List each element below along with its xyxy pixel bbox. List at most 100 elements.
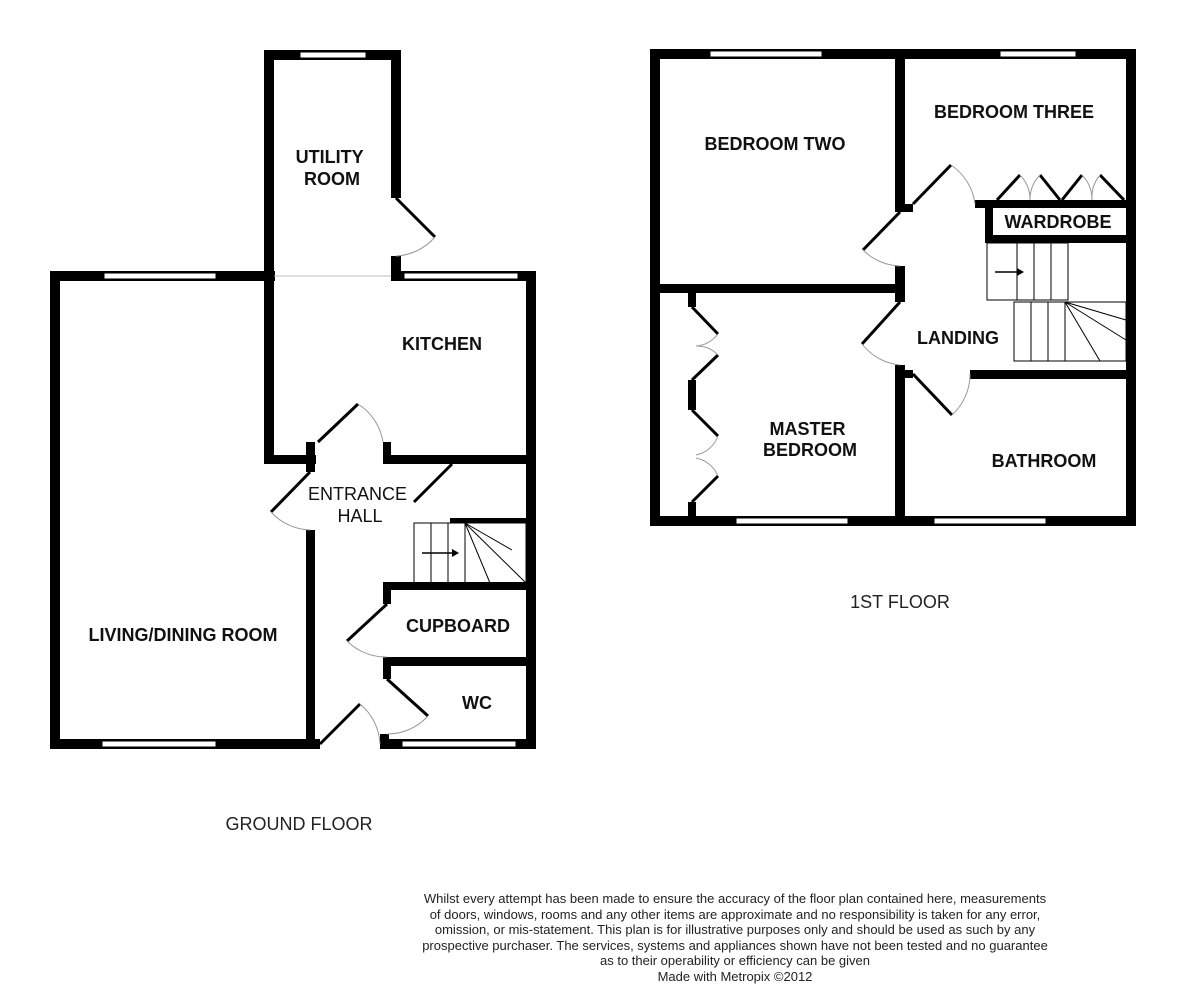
bathroom-door-swing <box>951 373 971 416</box>
kitchen-door-leaf[interactable] <box>316 402 360 444</box>
utility-room-right-wall-lower <box>391 256 401 281</box>
cupboard-top-wall <box>383 582 536 590</box>
ground-floor-doors <box>269 196 454 746</box>
cupboard-door-jamb-top <box>383 582 391 604</box>
front-door-swing <box>359 703 381 745</box>
wc-window <box>401 740 517 748</box>
kitchen-left-wall <box>264 271 274 463</box>
cupboard-bottom-wall <box>383 657 536 666</box>
wc-label: WC <box>462 693 492 713</box>
first-floor-plan <box>650 49 1136 526</box>
wc-door-swing <box>386 715 429 735</box>
first-floor-top-wall <box>650 49 1136 59</box>
wardrobe-bottom-wall <box>985 235 1136 243</box>
bedroom-three-door-swing <box>950 164 976 205</box>
kitchen-window <box>403 272 519 280</box>
first-floor-title: 1ST FLOOR <box>850 592 950 612</box>
wc-door-leaf[interactable] <box>385 677 430 718</box>
bathroom-top-wall <box>970 370 1136 379</box>
hall-door-leaf[interactable] <box>412 462 454 504</box>
wc-door-jamb <box>383 657 391 679</box>
disclaimer-line: of doors, windows, rooms and any other i… <box>429 906 1041 922</box>
bedroom-two-three-divider <box>895 49 905 212</box>
disclaimer-line: as to their operability or efficiency ca… <box>599 953 871 968</box>
disclaimer-text: Whilst every attempt has been made to en… <box>380 891 1090 984</box>
stairs-outline <box>413 522 527 584</box>
first-floor-bottom-wall <box>650 516 1136 526</box>
living-room-left-wall <box>50 271 60 749</box>
master-bedroom-label: MASTER BEDROOM <box>763 419 857 460</box>
ground-floor-stairs <box>413 522 527 584</box>
ground-floor-right-wall <box>526 271 536 749</box>
living-dining-room-label: LIVING/DINING ROOM <box>89 625 278 645</box>
first-floor-windows <box>709 50 1077 525</box>
cupboard-label: CUPBOARD <box>406 616 510 636</box>
metropix-credit: Made with Metropix ©2012 <box>657 968 813 984</box>
bathroom-label: BATHROOM <box>992 451 1097 471</box>
first-floor-doors <box>690 163 1126 504</box>
bedroom-three-label: BEDROOM THREE <box>934 102 1094 122</box>
master-wardrobe-stub-top <box>688 293 696 307</box>
bedroom-three-door-jamb-left <box>895 204 913 212</box>
ground-floor-title: GROUND FLOOR <box>225 814 372 834</box>
front-door-leaf[interactable] <box>318 702 362 746</box>
bedroom-three-window <box>999 50 1077 58</box>
ground-floor-windows <box>101 51 519 748</box>
hall-wall-upper <box>306 442 315 472</box>
utility-door-swing <box>395 236 436 257</box>
master-bedroom-window <box>735 517 849 525</box>
first-floor-right-wall <box>1126 49 1136 526</box>
bedroom-two-bottom-wall <box>650 284 905 293</box>
lower-stairs-flight <box>1013 301 1127 362</box>
bathroom-door-leaf[interactable] <box>911 372 954 417</box>
disclaimer-line: omission, or mis-statement. This plan is… <box>434 922 1036 937</box>
kitchen-bottom-wall-right <box>383 455 536 464</box>
master-wardrobe-door-2[interactable] <box>690 353 720 382</box>
bathroom-window <box>933 517 1047 525</box>
master-bedroom-door-swing <box>861 343 901 366</box>
master-wardrobe-stub-bottom <box>688 502 696 516</box>
wardrobe-left-wall <box>985 200 993 243</box>
disclaimer-line: Whilst every attempt has been made to en… <box>423 891 1047 906</box>
living-room-window-bottom <box>101 740 217 748</box>
kitchen-bottom-wall-left <box>264 455 316 464</box>
disclaimer-line: prospective purchaser. The services, sys… <box>422 937 1048 953</box>
utility-room-left-wall <box>264 50 274 280</box>
wardrobe-door-1[interactable] <box>995 173 1022 202</box>
bedroom-two-door-swing <box>862 249 901 267</box>
utility-door-leaf[interactable] <box>394 196 437 239</box>
first-floor-stairs <box>986 242 1127 362</box>
landing-label: LANDING <box>917 328 999 348</box>
utility-window <box>299 51 367 59</box>
bedroom-two-label: BEDROOM TWO <box>705 134 846 154</box>
cupboard-door-swing <box>346 640 388 658</box>
utility-room-label: UTILITY ROOM <box>296 147 369 189</box>
master-bathroom-divider <box>895 365 905 526</box>
master-wardrobe-stub-mid <box>688 380 696 410</box>
master-wardrobe-door-3[interactable] <box>690 408 720 438</box>
kitchen-door-swing <box>357 403 384 443</box>
master-wardrobe-door-1[interactable] <box>690 305 720 336</box>
wardrobe-door-3[interactable] <box>1060 174 1084 201</box>
front-door-jamb <box>380 734 389 749</box>
stairs-top-wall <box>450 518 536 523</box>
bathroom-door-jamb <box>895 370 913 378</box>
wardrobe-label: WARDROBE <box>1005 212 1112 232</box>
living-room-door-swing <box>270 511 311 531</box>
master-wardrobe-door-4[interactable] <box>690 474 720 504</box>
master-bedroom-door-leaf[interactable] <box>860 300 902 346</box>
kitchen-door-jamb <box>383 442 391 464</box>
bedroom-three-door-leaf[interactable] <box>911 163 953 206</box>
bedroom-two-door-leaf[interactable] <box>861 210 902 252</box>
upper-stairs-flight <box>986 242 1069 301</box>
cupboard-door-leaf[interactable] <box>345 602 389 643</box>
living-room-window-top <box>103 272 217 280</box>
hall-living-divider <box>306 530 315 749</box>
wardrobe-door-2[interactable] <box>1038 174 1062 201</box>
kitchen-label: KITCHEN <box>402 334 482 354</box>
wardrobe-door-4[interactable] <box>1098 173 1126 202</box>
bedroom-two-window <box>709 50 823 58</box>
living-room-door-leaf[interactable] <box>269 470 312 514</box>
